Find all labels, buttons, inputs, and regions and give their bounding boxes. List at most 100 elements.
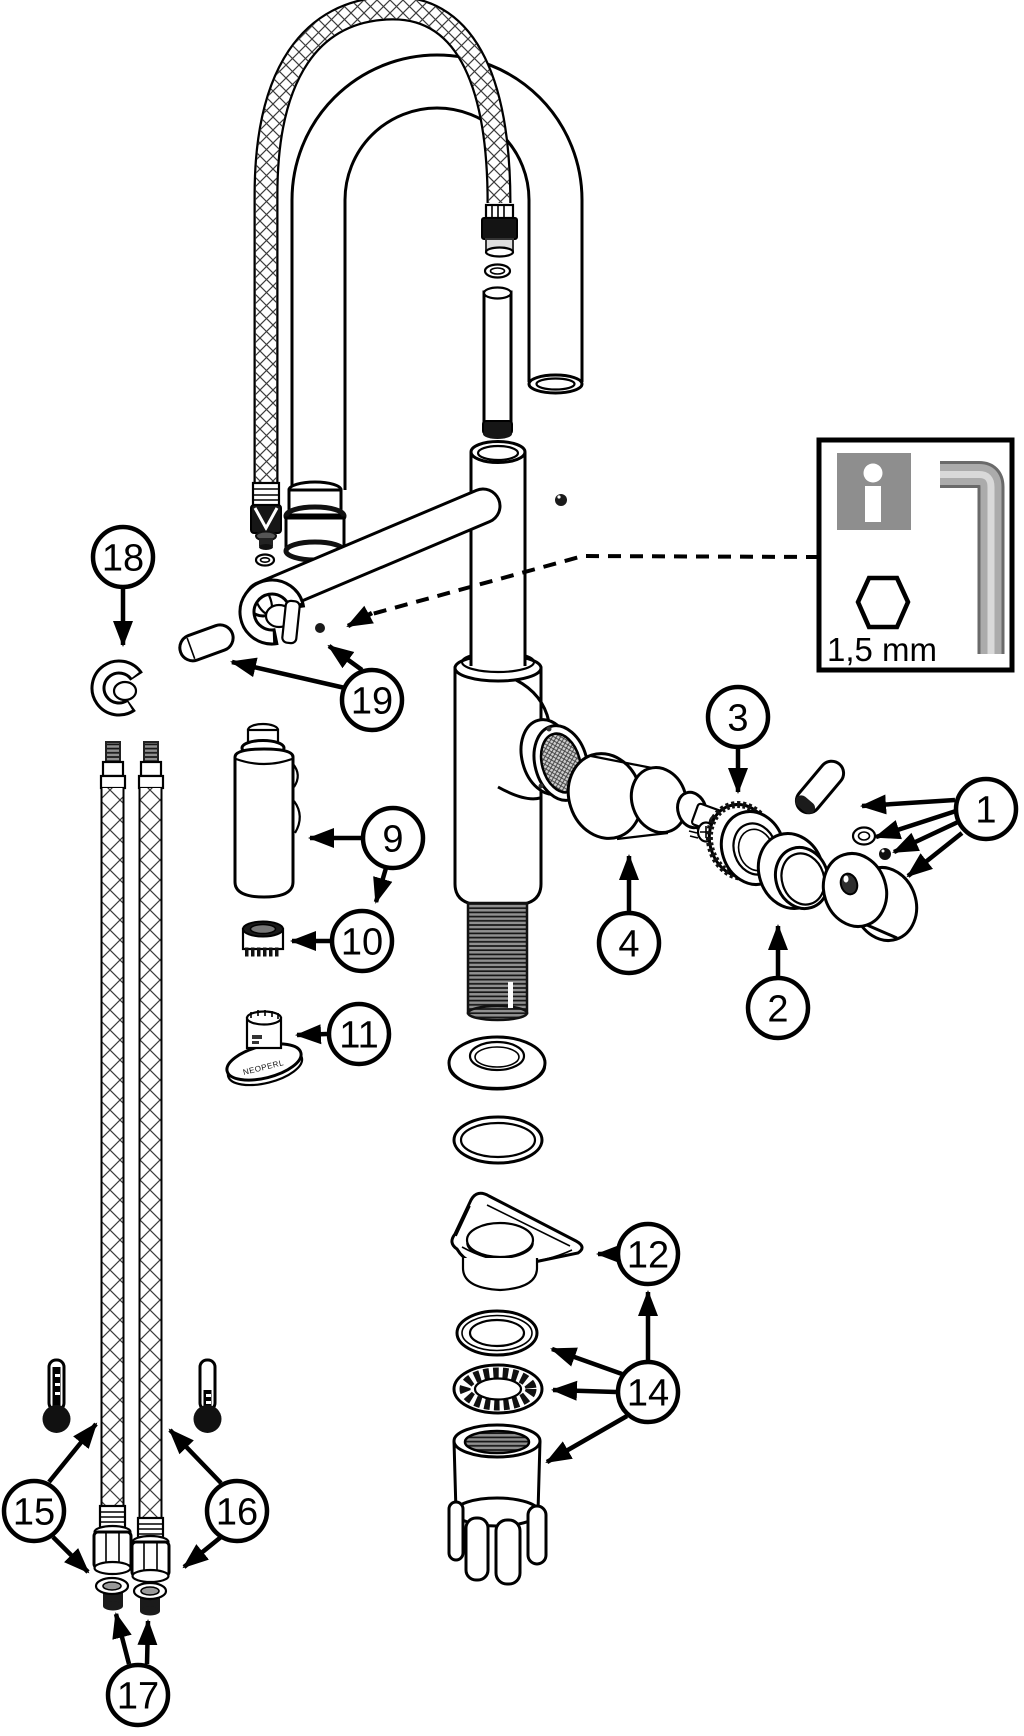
callout-circle-17 [105,1662,171,1728]
callout-16: 16 [204,1478,270,1544]
compression-fitting-left [92,1504,133,1576]
sealing-gasket-left [94,1576,130,1611]
mounting-nut [447,1423,548,1586]
hex-socket-icon [855,575,911,630]
callout-number-14: 14 [627,1373,669,1415]
spacer-ring [756,832,831,911]
retaining-clip [90,659,148,717]
callout-number-15: 15 [13,1492,55,1534]
callout-circle-10 [329,908,395,974]
callout-number-3: 3 [727,698,748,740]
base-o-ring [452,1115,544,1165]
callout-number-11: 11 [339,1015,378,1057]
pullout-hose [266,8,499,486]
arrow-17-right [137,1619,158,1665]
clip-tab [281,599,301,645]
spray-connector-o-ring [254,553,276,567]
base-ring [447,1035,547,1091]
spray-head [233,722,301,899]
arrow-14-lock-washer [551,1380,617,1401]
callout-19: 19 [339,667,405,733]
handle-grub-screw [879,848,891,860]
arm-bushing-clip [238,578,306,646]
spout-end-collars [283,480,347,563]
callout-12: 12 [615,1221,681,1287]
cartridge [566,752,724,841]
lock-washer [452,1363,544,1415]
callout-arrows [47,589,964,1665]
callout-18: 18 [90,524,156,590]
compression-fitting-right [130,1516,171,1584]
callout-circle-2 [745,975,811,1041]
callout-9: 9 [360,805,426,871]
callout-1: 1 [953,776,1019,842]
hex-key-icon [940,461,1005,654]
mounting-bracket [450,1191,584,1292]
callout-number-16: 16 [216,1492,258,1534]
callout-circle-16 [204,1478,270,1544]
arrow-14-washer [550,1346,623,1377]
callout-circle-4 [596,910,662,976]
arrow-17-left [112,1612,132,1665]
cartridge-port-cone [515,678,551,723]
arrow-16-hose [168,1428,223,1485]
handle-cap [821,852,919,942]
callout-3: 3 [705,684,771,750]
lever-pin [794,759,846,815]
body-set-screw [555,494,567,506]
callout-number-19: 19 [351,681,393,723]
callout-circle-19 [339,667,405,733]
arrow-9-to-10 [373,867,393,904]
callout-number-18: 18 [102,538,144,580]
hex-size-label: 1,5 mm [827,631,937,668]
callout-2: 2 [745,975,811,1041]
callout-number-9: 9 [382,819,403,861]
callout-number-10: 10 [341,922,383,964]
friction-washer [455,1309,539,1357]
arrow-1-o-ring [874,808,957,840]
callout-15: 15 [1,1478,67,1544]
arrow-14-nut [545,1414,629,1464]
lever-o-ring [851,826,877,846]
hinge-pin [178,623,235,663]
arm-set-screw [315,623,325,633]
callout-number-1: 1 [975,790,996,832]
callout-circle-3 [705,684,771,750]
aerator [241,920,285,957]
supply-hose-right [130,741,171,1584]
faucet-body [453,440,590,1022]
supply-hose-left [92,741,133,1576]
sealing-gasket-right [132,1581,168,1616]
threaded-shank [466,901,529,1022]
arrow-1-screw [892,819,959,855]
callout-circle-12 [615,1221,681,1287]
hose-o-ring [483,263,512,279]
arrow-1-handle [906,831,964,878]
callout-17: 17 [105,1662,171,1728]
callout-circle-18 [90,524,156,590]
callout-10: 10 [329,908,395,974]
leader-line [346,553,820,628]
arrow-15-gasket [51,1535,90,1574]
callout-number-2: 2 [767,989,788,1031]
thermometer-cold-icon [193,1358,222,1433]
callout-number-17: 17 [117,1676,159,1718]
callout-circle-9 [360,805,426,871]
body-column [472,452,524,666]
spout-tube [290,53,584,490]
callout-circle-14 [615,1359,681,1425]
info-box: 1,5 mm [816,437,1015,673]
arrow-11 [295,1024,328,1045]
riser-tube [482,286,513,439]
callout-circle-15 [1,1478,67,1544]
callout-number-12: 12 [627,1235,669,1277]
callout-circle-1 [953,776,1019,842]
callout-circle-11 [326,1001,392,1067]
callout-14: 14 [615,1359,681,1425]
arrow-19-pin [230,657,346,691]
hose-spray-connector [250,481,282,550]
callout-4: 4 [596,910,662,976]
hose-end-fitting [481,203,518,258]
